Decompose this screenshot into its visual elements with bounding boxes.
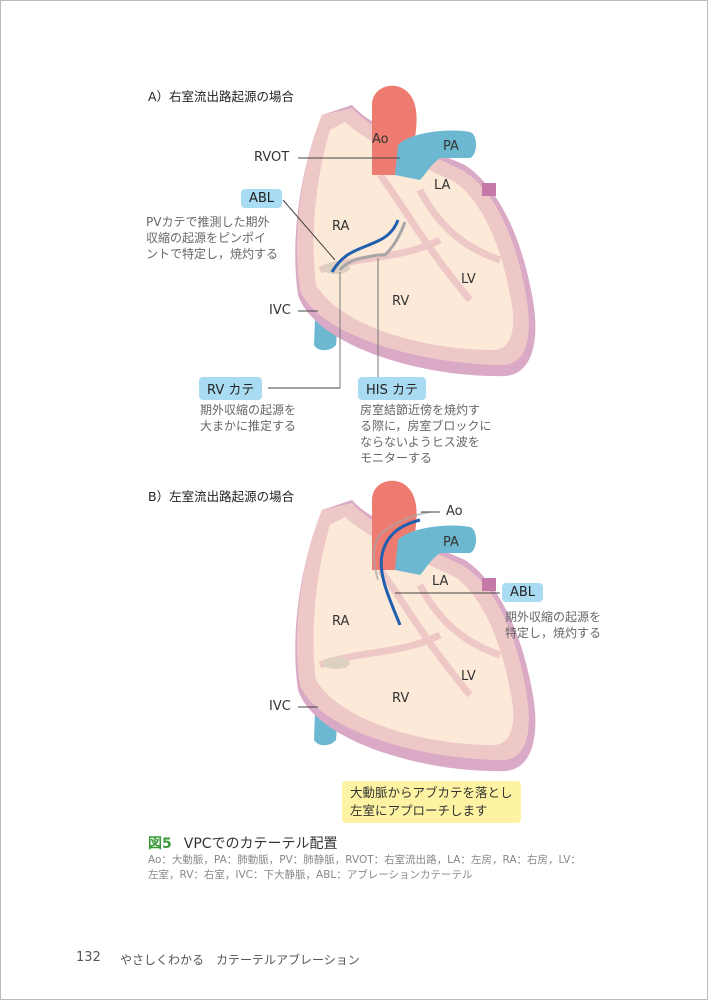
note-line: る際に，房室ブロックに [360,419,492,433]
abl-catheter-b [379,518,421,626]
label-la: LA [434,178,451,193]
abl-catheter-a [330,219,400,273]
label-ao: Ao [372,132,389,147]
note-line: ならないようヒス波を [360,435,480,449]
figure-number: 図5 [148,836,172,852]
page-number: 132 [76,950,101,965]
note-line: モニターする [360,451,433,465]
callout-line: 左室にアプローチします [350,803,488,818]
abl-catheter-b-sheath [372,511,431,581]
label-ivc: IVC [269,699,291,714]
note-line: PVカテで推測した期外 [146,215,270,229]
note-line: 期外収縮の起源を [200,403,297,417]
label-la: LA [432,574,449,589]
note-line: 特定し，焼灼する [505,626,602,640]
callout-line: 大動脈からアブカテを落とし [350,785,513,800]
rv-cath-note: 期外収縮の起源を 大まかに推定する [200,402,296,434]
note-line: 房室結節近傍を焼灼す [360,403,481,417]
book-title: やさしくわかる カテーテルアブレーション [120,953,360,967]
caption-line: Ao：大動脈，PA：肺動脈，PV：肺静脈，RVOT：右室流出路，LA：左房，RA… [148,854,581,866]
rv-cath-tag: RV カテ [199,377,263,400]
his-catheter-a [338,221,407,271]
note-line: 期外収縮の起源を [505,610,602,624]
label-rv: RV [392,691,410,706]
abl-note-a: PVカテで推測した期外 収縮の起源をピンポイ ントで特定し，焼灼する [146,214,278,262]
abl-note-b: 期外収縮の起源を 特定し，焼灼する [505,609,601,641]
figure-caption: 図5 VPCでのカテーテル配置 [148,833,338,853]
label-rv: RV [392,294,410,309]
label-ra: RA [332,219,350,234]
label-lv: LV [461,272,476,287]
label-ra: RA [332,614,350,629]
panel-b-title: B）左室流出路起源の場合 [148,489,295,504]
callout-box: 大動脈からアブカテを落とし 左室にアプローチします [342,781,521,823]
label-lv: LV [461,669,476,684]
caption-line: 左室，RV：右室，IVC：下大静脈，ABL：アブレーションカテーテル [148,869,473,881]
label-ivc: IVC [269,303,291,318]
abl-tag-b: ABL [502,583,544,602]
note-line: ントで特定し，焼灼する [146,247,279,261]
label-pa: PA [443,139,459,154]
figure-title: VPCでのカテーテル配置 [183,836,338,852]
label-rvot: RVOT [254,150,290,165]
note-line: 大まかに推定する [200,419,297,433]
panel-a-title: A）右室流出路起源の場合 [148,89,295,104]
label-pa: PA [443,535,459,550]
rv-catheter-a [339,258,379,388]
label-ao: Ao [446,504,463,519]
caption-legend: Ao：大動脈，PA：肺動脈，PV：肺静脈，RVOT：右室流出路，LA：左房，RA… [148,853,581,883]
abl-tag-a: ABL [241,189,283,208]
note-line: 収縮の起源をピンポイ [146,231,267,245]
his-cath-note: 房室結節近傍を焼灼す る際に，房室ブロックに ならないようヒス波を モニターする [360,402,491,466]
his-cath-tag: HIS カテ [358,377,426,400]
